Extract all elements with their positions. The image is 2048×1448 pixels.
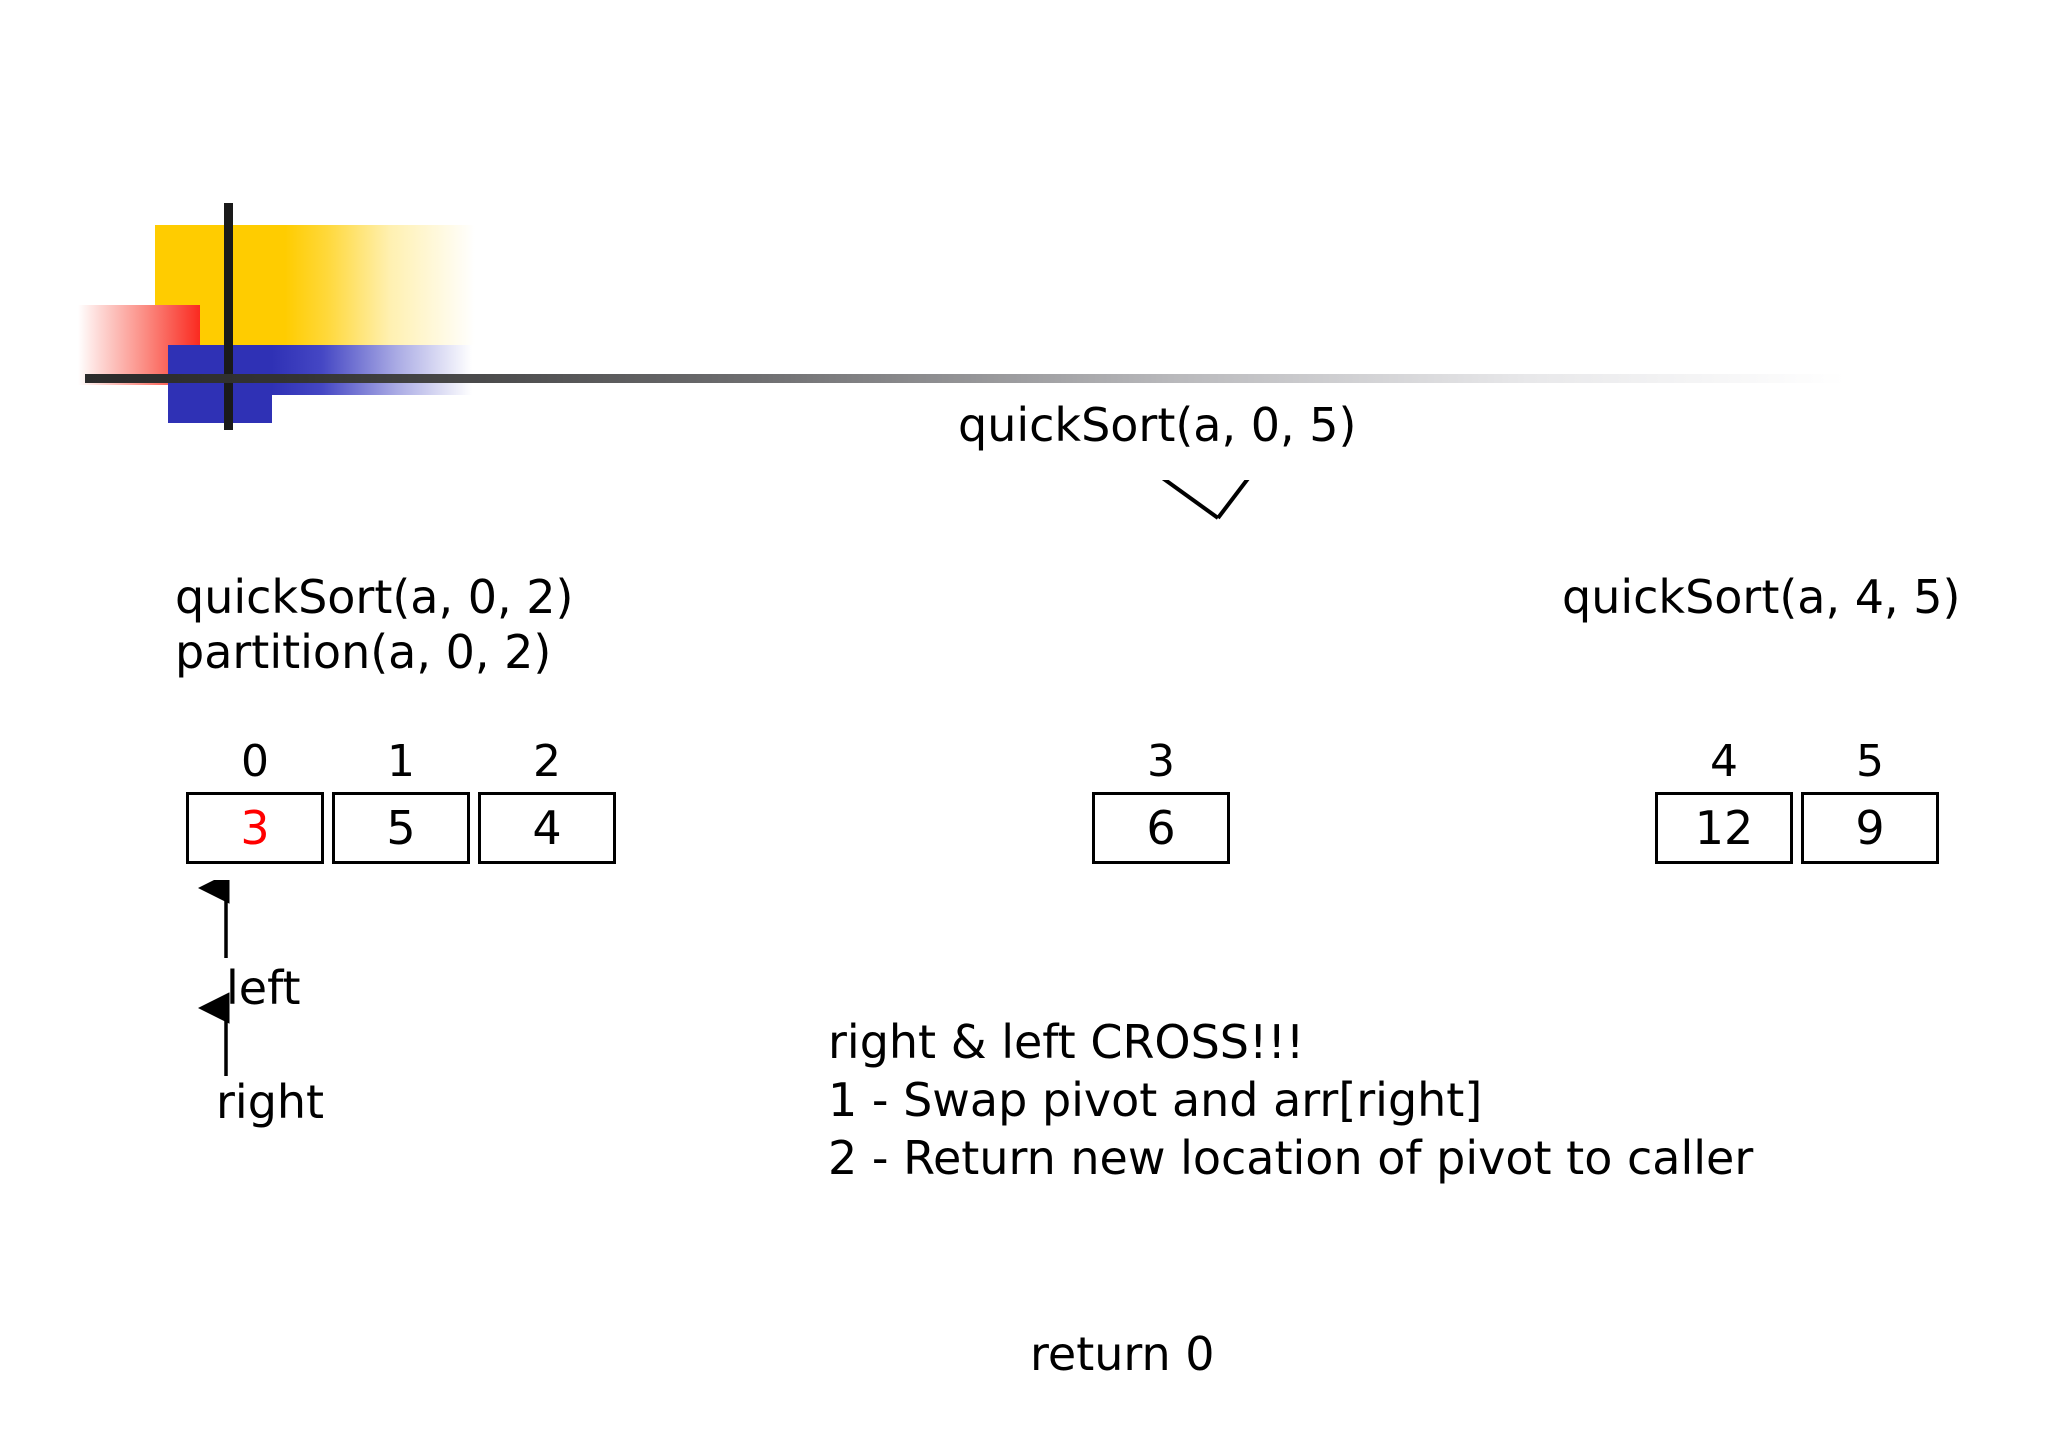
left-pointer-label: left [226,961,301,1015]
array-cell-value: 5 [332,792,470,864]
root-call-label: quickSort(a, 0, 5) [958,398,1357,452]
cell-gap [324,740,332,864]
yellow-square-icon [155,225,285,345]
left-child-partition-label: partition(a, 0, 2) [175,625,552,679]
note-return-line: 2 - Return new location of pivot to call… [828,1131,1754,1185]
array-cell-value: 12 [1655,792,1793,864]
note-swap-line: 1 - Swap pivot and arr[right] [828,1073,1483,1127]
blue-square-icon [168,345,272,423]
left-child-call-label: quickSort(a, 0, 2) [175,570,574,624]
red-square-icon [78,305,200,385]
horizontal-rule [85,374,1845,383]
array-cell-index: 4 [1710,736,1738,787]
array-cell-index: 0 [241,736,269,787]
array-cell-index: 2 [533,736,561,787]
edge-to-left-child [1161,480,1220,520]
array-cell-index: 5 [1856,736,1884,787]
blue-fade-icon [272,345,472,395]
cell-gap [470,740,478,864]
cell-gap [1793,740,1801,864]
edge-to-right-child [1216,480,1250,520]
yellow-fade-icon [285,225,475,345]
array-cell-value: 9 [1801,792,1939,864]
decorative-logo [0,0,700,480]
array-cell-value: 4 [478,792,616,864]
array-cell-value: 6 [1092,792,1230,864]
return-value-label: return 0 [1030,1327,1215,1381]
right-child-call-label: quickSort(a, 4, 5) [1562,570,1961,624]
array-cell-value-pivot: 3 [186,792,324,864]
right-pointer-label: right [216,1075,325,1129]
array-cell-index: 3 [1147,736,1175,787]
array-cell-index: 1 [387,736,415,787]
vertical-rule [224,203,233,430]
note-cross-line: right & left CROSS!!! [828,1015,1305,1069]
